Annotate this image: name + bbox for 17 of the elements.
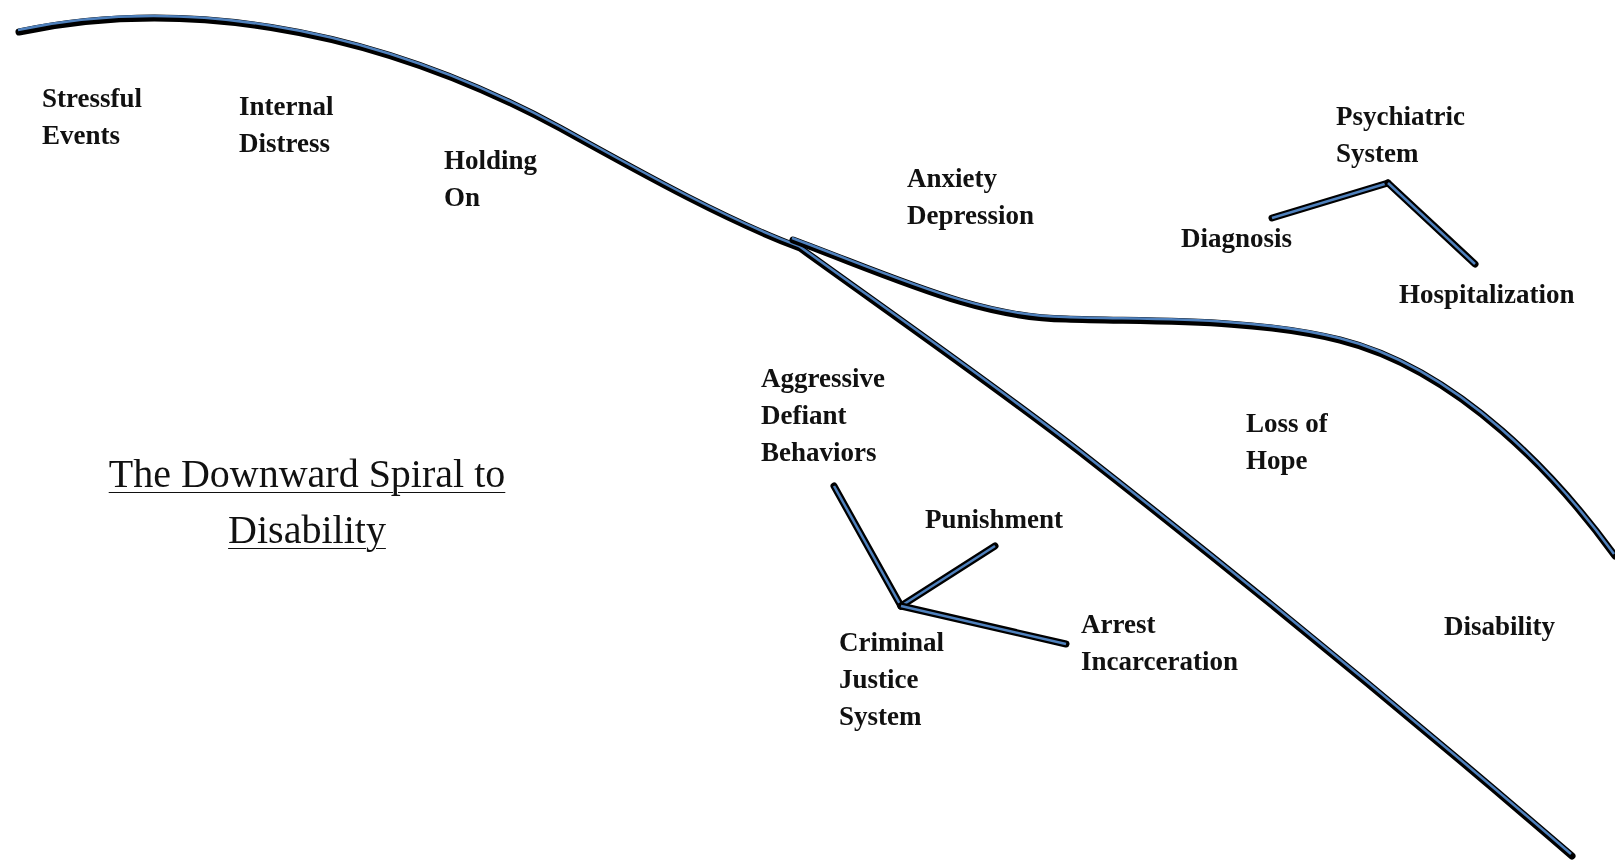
node-label: Hospitalization: [1399, 276, 1575, 313]
connector-line: [1384, 179, 1479, 268]
diagram-title: The Downward Spiral to Disability: [107, 450, 507, 554]
node-label: Criminal Justice System: [839, 624, 979, 735]
stage-label: Disability: [1444, 610, 1556, 643]
node-label: Aggressive Defiant Behaviors: [761, 360, 941, 471]
connector-line: [897, 542, 999, 610]
stage-label: Stressful Events: [42, 82, 143, 152]
node-label: Diagnosis: [1181, 220, 1293, 257]
connector-line: [897, 602, 1070, 648]
stage-label: Loss of Hope: [1246, 407, 1329, 477]
stage-label: Internal Distress: [239, 90, 335, 160]
stage-label: Anxiety Depression: [907, 162, 1035, 232]
node-label: Punishment: [925, 501, 1064, 538]
stage-label: Holding On: [444, 144, 539, 214]
node-label: Arrest Incarceration: [1081, 606, 1291, 680]
node-label: Psychiatric System: [1336, 98, 1506, 180]
